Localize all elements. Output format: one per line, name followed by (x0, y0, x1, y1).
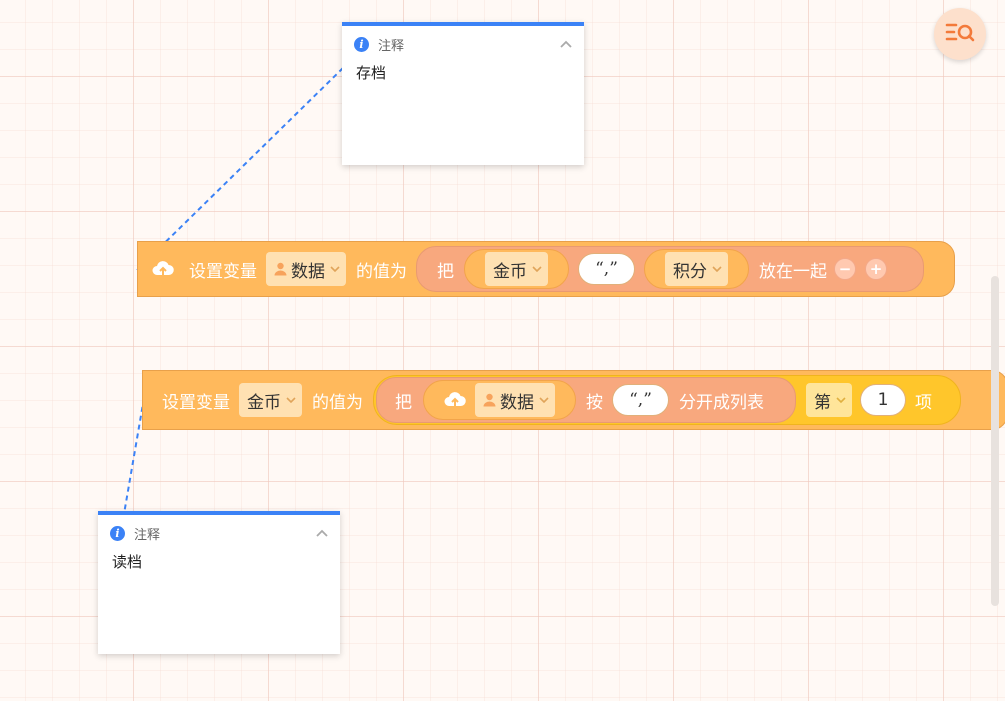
comment-header[interactable]: i 注释 (98, 515, 340, 551)
index-number-input[interactable]: 1 (860, 384, 906, 416)
by-label: 按 (586, 392, 603, 413)
variable-name: 金币 (493, 261, 527, 282)
person-icon (483, 393, 496, 407)
chevron-down-icon (539, 397, 549, 403)
chevron-down-icon (712, 266, 722, 272)
chevron-up-icon[interactable] (560, 40, 572, 48)
variable-name: 积分 (673, 261, 707, 282)
variable-dropdown[interactable]: 金币 (485, 252, 548, 286)
comment-save[interactable]: i 注释 存档 (342, 22, 584, 165)
variable-dropdown[interactable]: 数据 (266, 252, 346, 286)
join-suffix-label: 放在一起 (759, 261, 827, 282)
item-suffix-label: 项 (915, 392, 932, 413)
variable-dropdown[interactable]: 数据 (475, 383, 555, 417)
comment-text[interactable]: 读档 (112, 553, 143, 571)
variable-reporter-score[interactable]: 积分 (644, 249, 749, 289)
person-icon (274, 262, 287, 276)
list-item-block[interactable]: 把 数据 按 “,” 分开成列表 第 1 项 (373, 375, 961, 425)
cloud-upload-icon (152, 260, 174, 278)
connector-line-load (123, 397, 145, 515)
join-prefix-label: 把 (437, 261, 454, 282)
value-of-label: 的值为 (312, 392, 363, 413)
variable-name: 金币 (247, 392, 281, 413)
set-variable-label: 设置变量 (162, 392, 230, 413)
variable-dropdown[interactable]: 金币 (239, 383, 302, 417)
split-prefix-label: 把 (395, 392, 412, 413)
chevron-down-icon (286, 397, 296, 403)
comment-text[interactable]: 存档 (356, 64, 387, 82)
separator-text-input[interactable]: “,” (578, 253, 635, 285)
variable-name: 数据 (500, 392, 534, 413)
join-text-block[interactable]: 把 金币 “,” 积分 放在一起 − + (416, 246, 924, 292)
split-text-block[interactable]: 把 数据 按 “,” 分开成列表 (376, 377, 796, 423)
comment-load[interactable]: i 注释 读档 (98, 511, 340, 654)
variable-dropdown[interactable]: 积分 (665, 252, 728, 286)
vertical-scrollbar[interactable] (991, 276, 999, 606)
separator-text: “,” (629, 390, 652, 410)
eq-search-icon (945, 22, 975, 46)
comment-header[interactable]: i 注释 (342, 26, 584, 62)
comment-title: 注释 (134, 527, 161, 543)
index-value: 1 (877, 390, 889, 410)
add-item-button[interactable]: + (865, 258, 887, 280)
variable-reporter-gold[interactable]: 金币 (464, 249, 569, 289)
set-variable-block-gold[interactable]: 设置变量 金币 的值为 把 数据 按 “,” 分开成列表 (142, 370, 1005, 430)
set-variable-label: 设置变量 (189, 261, 257, 282)
variable-reporter-data[interactable]: 数据 (423, 380, 576, 420)
separator-text-input[interactable]: “,” (612, 384, 669, 416)
separator-text: “,” (595, 259, 618, 279)
comment-title: 注释 (378, 38, 405, 54)
connector-line-save (136, 67, 344, 271)
split-suffix-label: 分开成列表 (679, 392, 764, 413)
set-variable-block-data[interactable]: 设置变量 数据 的值为 把 金币 “,” 积分 放在一起 − + (137, 241, 955, 297)
chevron-up-icon[interactable] (316, 529, 328, 537)
info-icon: i (110, 525, 125, 541)
chevron-down-icon (836, 397, 846, 403)
variable-name: 数据 (291, 261, 325, 282)
minus-icon: − (838, 259, 852, 278)
chevron-down-icon (532, 266, 542, 272)
cloud-upload-icon (444, 391, 466, 409)
remove-item-button[interactable]: − (834, 258, 856, 280)
eq-search-button[interactable] (934, 8, 986, 60)
info-icon: i (354, 36, 369, 52)
value-of-label: 的值为 (356, 261, 407, 282)
nth-label: 第 (814, 392, 831, 413)
chevron-down-icon (330, 266, 340, 272)
plus-icon: + (869, 259, 883, 278)
index-mode-dropdown[interactable]: 第 (806, 383, 852, 417)
